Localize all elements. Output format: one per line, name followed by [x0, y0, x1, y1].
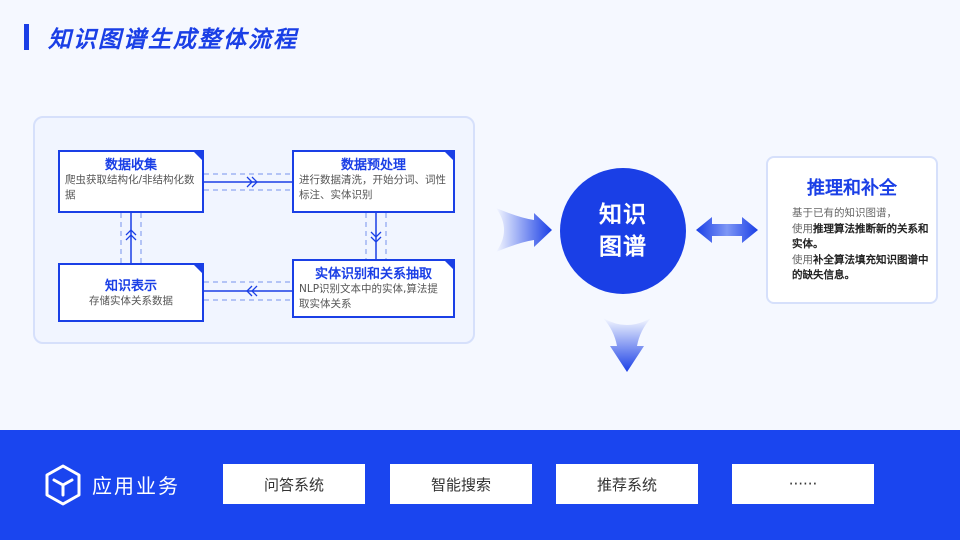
page-title: 知识图谱生成整体流程 — [48, 27, 298, 53]
chevron-arrow-icon — [370, 231, 382, 243]
card-title: 知识表示 — [104, 279, 157, 294]
app-smart-search-button[interactable]: 智能搜索 — [390, 464, 532, 504]
card-fold-corner — [192, 263, 204, 275]
card-description: 爬虫获取结构化/非结构化数据 — [65, 174, 195, 201]
app-recommendation-button[interactable]: 推荐系统 — [556, 464, 698, 504]
reasoning-completion-box: 推理和补全 基于已有的知识图谱， 使用推理算法推断新的关系和实体。 使用补全算法… — [766, 156, 938, 304]
flow-arrow-right — [496, 208, 552, 252]
app-more-button[interactable]: ······ — [732, 464, 874, 504]
reasoning-title: 推理和补全 — [807, 178, 897, 199]
card-description: NLP识别文本中的实体,算法提取实体关系 — [299, 283, 438, 310]
knowledge-graph-node: 知识图谱 — [560, 168, 686, 294]
reasoning-description: 基于已有的知识图谱， 使用推理算法推断新的关系和实体。 使用补全算法填充知识图谱… — [792, 206, 932, 284]
cube-icon — [45, 464, 81, 506]
card-fold-corner — [443, 259, 455, 271]
title-accent-bar — [24, 24, 29, 50]
card-data-preprocessing: 数据预处理 进行数据清洗，开始分词、词性标注、实体识别 — [292, 150, 455, 213]
card-description: 存储实体关系数据 — [89, 295, 173, 307]
reasoning-line: 使用 — [792, 253, 813, 266]
application-label: 应用业务 — [92, 474, 180, 498]
card-description: 进行数据清洗，开始分词、词性标注、实体识别 — [299, 174, 446, 201]
card-title: 实体识别和关系抽取 — [314, 267, 432, 282]
card-fold-corner — [443, 150, 455, 162]
reasoning-line: 使用 — [792, 222, 813, 235]
reasoning-line: 基于已有的知识图谱， — [792, 207, 897, 219]
chevron-arrow-icon — [246, 176, 258, 188]
flow-arrow-down — [603, 318, 651, 372]
card-data-collection: 数据收集 爬虫获取结构化/非结构化数据 — [58, 150, 204, 213]
app-qa-system-button[interactable]: 问答系统 — [223, 464, 365, 504]
card-title: 数据预处理 — [340, 158, 406, 173]
knowledge-graph-label: 知识图谱 — [599, 202, 647, 260]
card-fold-corner — [192, 150, 204, 162]
reasoning-highlight: 推理算法推断新的关系和实体。 — [792, 222, 929, 251]
chevron-arrow-icon — [125, 229, 137, 241]
reasoning-highlight: 补全算法填充知识图谱中的缺失信息。 — [792, 253, 929, 282]
chevron-arrow-icon — [246, 285, 258, 297]
double-arrow-icon — [696, 217, 758, 243]
card-title: 数据收集 — [104, 158, 157, 173]
card-knowledge-representation: 知识表示 存储实体关系数据 — [58, 263, 204, 322]
card-entity-relation-extraction: 实体识别和关系抽取 NLP识别文本中的实体,算法提取实体关系 — [292, 259, 455, 318]
